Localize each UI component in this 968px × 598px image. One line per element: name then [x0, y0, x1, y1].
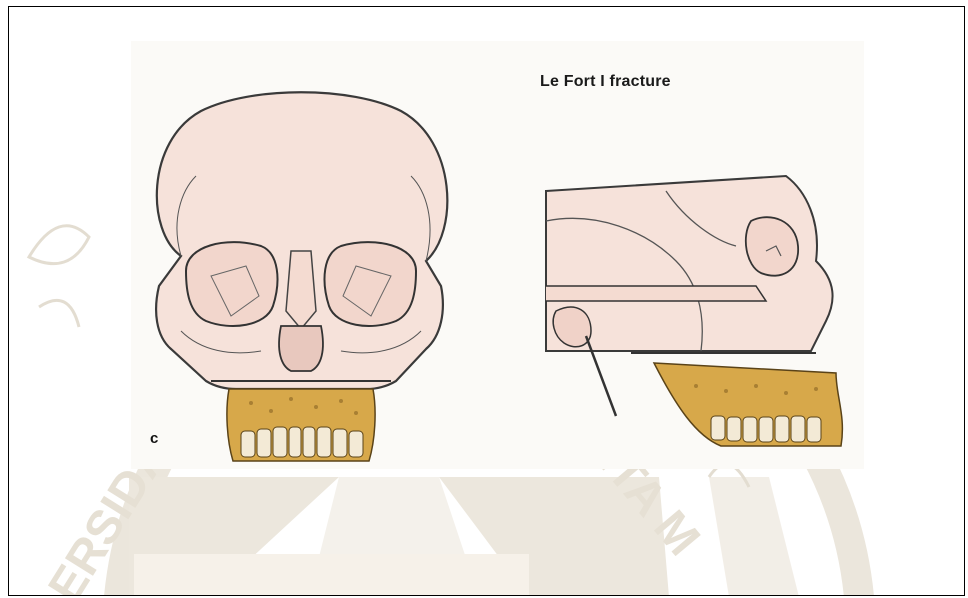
lateral-skull-icon	[536, 161, 861, 461]
figure-frame: ERSIDA NTA M Le Fort I fracture c	[8, 6, 965, 596]
lower-faded-panel	[134, 554, 529, 596]
figure-title: Le Fort I fracture	[540, 73, 671, 91]
figure-panel: Le Fort I fracture c	[131, 41, 864, 469]
frontal-skull-icon	[141, 81, 461, 471]
